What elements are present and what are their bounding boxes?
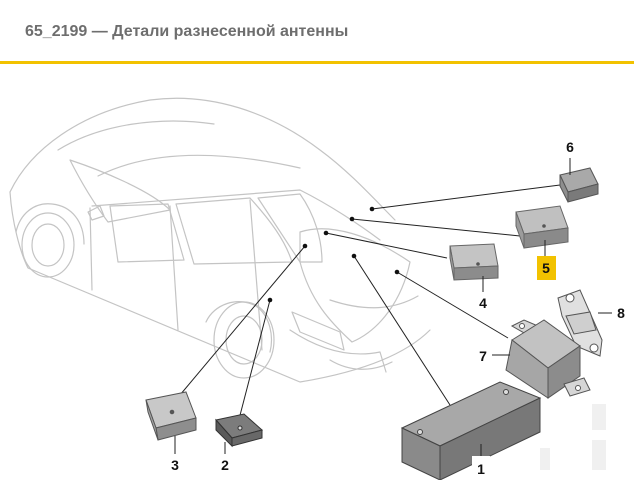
antenna-parts-diagram: 6 5 4 8 7 3 2 xyxy=(9,97,630,480)
leader-dots xyxy=(267,206,400,303)
callouts: 6 5 4 8 7 3 2 xyxy=(166,136,630,478)
callout-5[interactable]: 5 xyxy=(537,240,556,280)
callout-label-8: 8 xyxy=(617,305,625,321)
part-2-antenna-amplifier xyxy=(215,413,264,448)
callout-label-7: 7 xyxy=(479,348,487,364)
callout-label-5: 5 xyxy=(542,260,550,276)
callout-8[interactable]: 8 xyxy=(598,302,630,324)
callout-6[interactable]: 6 xyxy=(561,136,579,175)
part-6-antenna-module xyxy=(559,167,599,203)
callout-7[interactable]: 7 xyxy=(474,344,510,366)
page-title: 65_2199 — Детали разнесенной антенны xyxy=(25,23,349,40)
part-5-antenna-amplifier xyxy=(515,205,569,249)
page-header: 65_2199 — Детали разнесенной антенны xyxy=(0,0,634,64)
callout-2[interactable]: 2 xyxy=(216,442,234,476)
callout-4[interactable]: 4 xyxy=(474,276,492,314)
part-1-control-unit xyxy=(400,381,542,480)
part-8-mounting-bracket xyxy=(557,289,603,357)
part-3-antenna-module xyxy=(145,391,197,441)
callout-3[interactable]: 3 xyxy=(166,436,184,476)
car-illustration xyxy=(9,97,431,383)
callout-label-6: 6 xyxy=(566,139,574,155)
callout-label-3: 3 xyxy=(171,457,179,473)
part-4-antenna-amplifier xyxy=(449,243,499,281)
faded-background-marks xyxy=(540,404,606,470)
part-7-control-unit xyxy=(505,319,591,399)
callout-label-4: 4 xyxy=(479,295,487,311)
leader-lines xyxy=(179,184,561,424)
callout-label-2: 2 xyxy=(221,457,229,473)
callout-label-1: 1 xyxy=(477,461,485,477)
callout-1[interactable]: 1 xyxy=(472,444,490,478)
